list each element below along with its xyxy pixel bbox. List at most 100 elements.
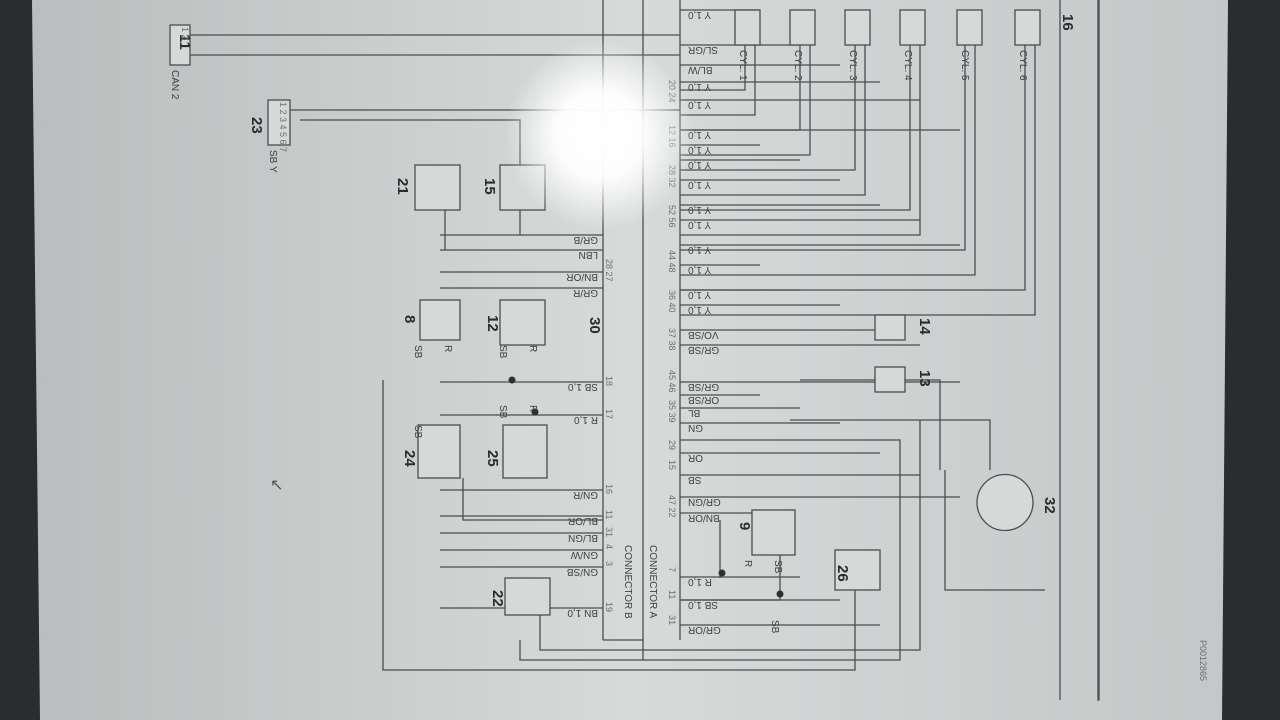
wire-label: BL/W xyxy=(687,64,712,75)
wire-label: R 1,0 xyxy=(574,414,598,425)
wire-label: SB 1,0 xyxy=(568,381,598,392)
pin-number: 16 xyxy=(604,484,614,494)
component-11-number: 11 xyxy=(176,34,193,50)
wire-label: GN xyxy=(688,422,703,433)
wire xyxy=(680,45,756,116)
cylinder-label: CYL. 1 xyxy=(737,50,748,81)
wire xyxy=(680,45,1026,291)
terminal-label: SB xyxy=(772,560,783,574)
wire-label: Y 1,0 xyxy=(688,9,712,20)
wire-label: BN 1,0 xyxy=(567,607,598,618)
pin-number: 31 xyxy=(667,615,677,625)
wire xyxy=(680,45,746,91)
component-11-text: CAN 2 xyxy=(169,70,180,100)
cylinder-label: CYL. 6 xyxy=(1017,50,1028,81)
junction-dot xyxy=(531,408,539,416)
wire-label: GR/OR xyxy=(688,624,721,635)
component-26-box xyxy=(834,549,881,591)
wire-label: GN/SB xyxy=(567,566,598,577)
component-22-box xyxy=(504,577,551,616)
wire-label: OR/SB xyxy=(688,394,719,405)
pin-number: 35 39 xyxy=(667,400,677,423)
component-23-box xyxy=(267,99,291,146)
component-23-text: SB Y xyxy=(267,150,278,173)
component-16-number: 16 xyxy=(1059,14,1076,31)
pin-number: 28 27 xyxy=(604,259,614,282)
pin-number: 7 xyxy=(667,567,677,572)
junction-dot xyxy=(508,376,516,384)
wire-label: GN/R xyxy=(573,489,598,500)
paper-sheet xyxy=(32,0,1228,720)
wire xyxy=(680,45,801,131)
wire-label: Y 1,0 xyxy=(688,289,712,300)
wire-label: BL xyxy=(688,407,701,418)
wire xyxy=(680,45,976,276)
component-23-number: 23 xyxy=(248,117,265,134)
component-9-number: 9 xyxy=(736,522,753,530)
wire-label: Y 1,0 xyxy=(688,99,712,110)
component-13-number: 13 xyxy=(916,370,933,387)
terminal-label: R xyxy=(527,345,538,352)
wire-label: Y 1,0 xyxy=(688,264,712,275)
pin-number: 52 56 xyxy=(667,205,677,228)
component-11-pins: 1 2 xyxy=(180,27,190,40)
component-8-box xyxy=(419,299,461,341)
injector-box xyxy=(1014,9,1041,46)
wire-label: Y 1,0 xyxy=(688,179,712,190)
terminal-label: SB xyxy=(412,345,423,359)
injector-box xyxy=(844,9,871,46)
wire-label: SL/GR xyxy=(688,44,718,55)
wire-label: BL/OR xyxy=(568,515,598,526)
components xyxy=(169,9,1041,616)
pin-number: 15 xyxy=(667,460,677,470)
component-30-number: 30 xyxy=(586,317,603,334)
cylinder-label: CYL. 4 xyxy=(902,50,913,81)
component-24-box xyxy=(417,424,461,479)
wire-label: BN/OR xyxy=(566,271,598,282)
wire-label: VO/SB xyxy=(688,329,719,340)
pin-number: 3 xyxy=(604,561,614,566)
wire-label: SB 1,0 xyxy=(688,599,718,610)
wire-label: GR/R xyxy=(573,287,598,298)
pin-number: 29 xyxy=(667,440,677,450)
figure-code: P0012865 xyxy=(1198,640,1208,681)
wire-label: GN/W xyxy=(570,549,598,560)
junction-dot xyxy=(718,569,726,577)
wire xyxy=(680,45,811,156)
terminal-label: R xyxy=(742,560,753,567)
wire-label: Y 1,0 xyxy=(688,159,712,170)
wire-label: SB xyxy=(688,474,702,485)
pin-number: 37 38 xyxy=(667,328,677,351)
injector-box xyxy=(789,9,816,46)
wire xyxy=(519,439,901,661)
wire xyxy=(790,419,991,470)
wire-label: GR/SB xyxy=(688,381,719,392)
component-25-box xyxy=(502,424,548,479)
wire xyxy=(680,45,866,196)
terminal-label: R xyxy=(442,345,453,352)
wire xyxy=(680,45,1036,316)
injector-box xyxy=(899,9,926,46)
component-23-pins: 1 2 3 4 5 6 7 xyxy=(278,102,288,152)
component-21-box xyxy=(414,164,461,211)
component-15-number: 15 xyxy=(481,178,498,195)
wire xyxy=(680,45,911,211)
component-22-number: 22 xyxy=(489,590,506,607)
pin-number: 45 46 xyxy=(667,370,677,393)
wire-label: Y 1,0 xyxy=(688,144,712,155)
glare xyxy=(505,40,695,230)
component-32-number: 32 xyxy=(1041,497,1058,514)
connector-b-label: CONNECTOR B xyxy=(622,545,633,619)
cylinder-label: CYL. 3 xyxy=(847,50,858,81)
wire-label: GR/SB xyxy=(688,344,719,355)
pin-number: 4 xyxy=(604,544,614,549)
terminal-label: SB xyxy=(497,345,508,359)
wire-label: Y 1,0 xyxy=(688,219,712,230)
wire-label: GR/B xyxy=(573,234,598,245)
wire xyxy=(944,470,1045,591)
cylinder-label: CYL. 2 xyxy=(792,50,803,81)
component-24-number: 24 xyxy=(401,450,418,467)
component-26-number: 26 xyxy=(834,565,851,582)
terminal-label: SB xyxy=(412,425,423,439)
